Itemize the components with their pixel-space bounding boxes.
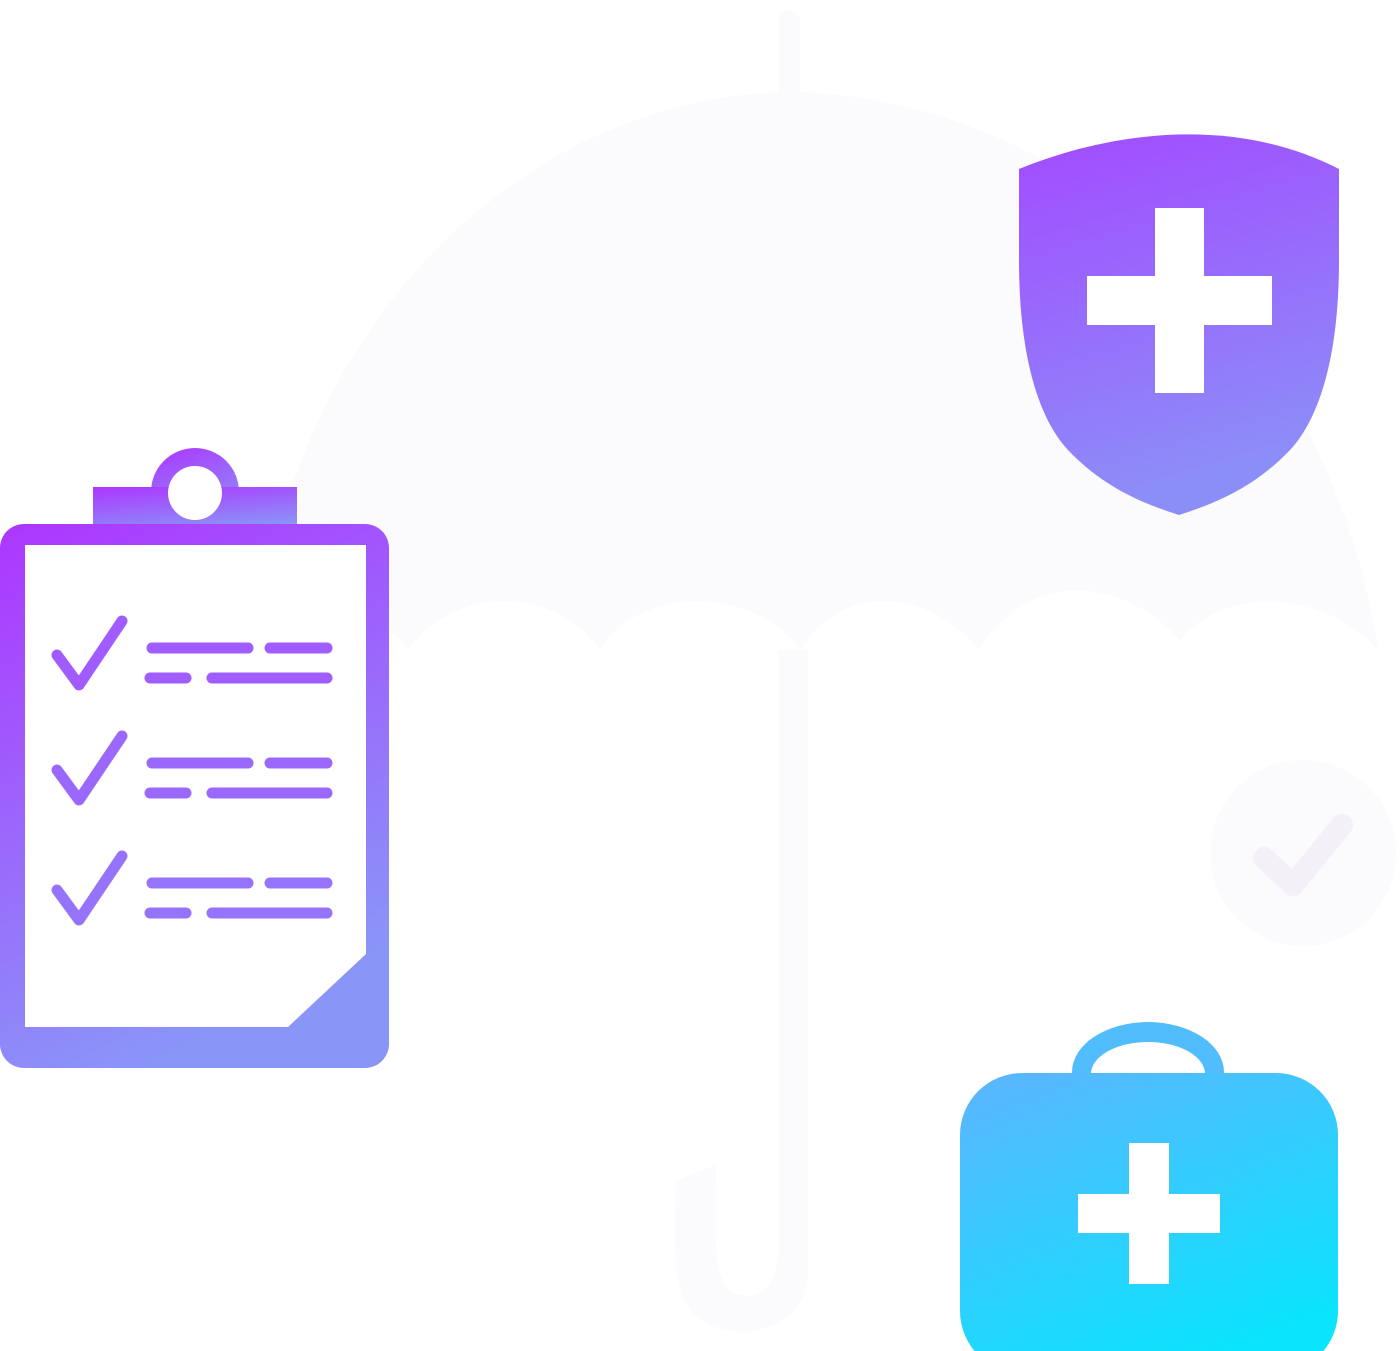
checklist-item-1: [51, 615, 333, 691]
shield-medical-cross-icon: [1019, 134, 1339, 515]
check-circle-icon: [1210, 760, 1396, 946]
checklist-item-3: [51, 850, 333, 926]
clipboard-checklist-icon: [0, 448, 389, 1068]
checklist-item-2: [51, 730, 333, 806]
medical-kit-icon: [960, 1022, 1338, 1351]
